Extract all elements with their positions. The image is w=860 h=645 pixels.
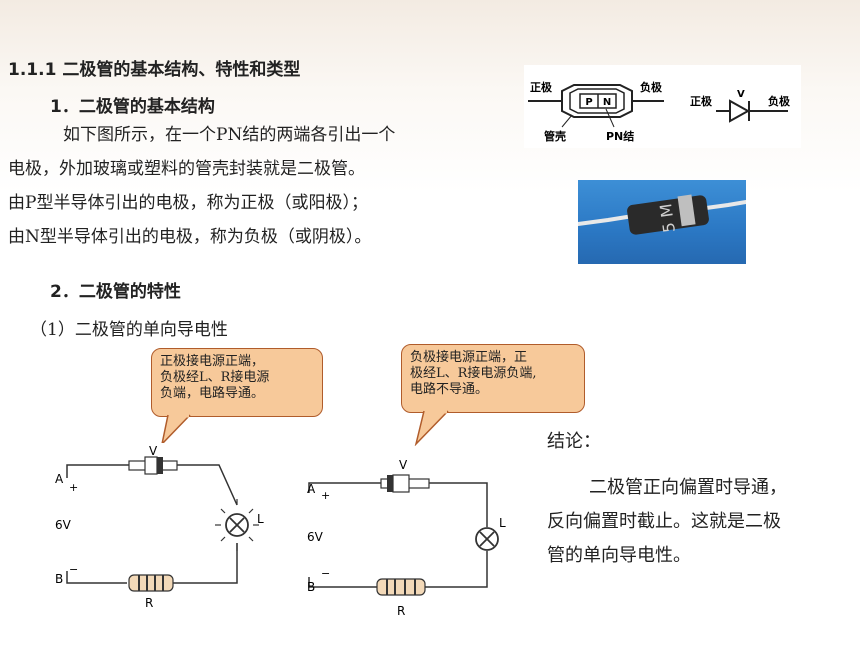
plus-label: +	[69, 481, 78, 494]
conclusion-line: 二极管正向偏置时导通，	[589, 477, 787, 498]
forward-bubble-tail	[160, 414, 191, 446]
bubble-line: 极经L、R接电源负端,	[410, 366, 537, 381]
paragraph-line: 由N型半导体引出的电极，称为负极（或阴极）。	[8, 227, 372, 247]
voltage-label: 6V	[307, 530, 324, 544]
bubble-line: 负极经L、R接电源	[160, 370, 270, 385]
paragraph-line: 如下图所示，在一个PN结的两端各引出一个	[63, 125, 396, 145]
terminal-b-label: B	[55, 572, 63, 586]
resistor-r-label: R	[145, 596, 153, 610]
conclusion-line: 管的单向导电性。	[547, 545, 691, 566]
conclusion-block: 结论： 二极管正向偏置时导通， 反向偏置时截止。这就是二极 管的单向导电性。	[547, 425, 847, 573]
anode-label: 正极	[530, 80, 553, 94]
paragraph-line: 由P型半导体引出的电极，称为正极（或阳极）；	[8, 193, 368, 213]
terminal-a-label: A	[55, 472, 64, 486]
reverse-circuit-diagram: A + 6V B − V L R	[281, 447, 519, 625]
terminal-a-label: A	[307, 482, 316, 496]
cathode-label: 负极	[640, 80, 663, 94]
diode-marking: 5 M	[656, 202, 679, 233]
paragraph-line: 电极，外加玻璃或塑料的管壳封装就是二极管。	[8, 159, 365, 179]
heading-characteristics: 2．二极管的特性	[50, 282, 181, 302]
reverse-bubble-tail	[414, 410, 449, 446]
resistor-r-label: R	[397, 604, 405, 618]
section-title: 1.1.1 二极管的基本结构、特性和类型	[8, 60, 301, 80]
subheading-unidirectional: （1）二极管的单向导电性	[30, 320, 228, 340]
forward-circuit-diagram: A + 6V B − V L R	[49, 443, 275, 616]
minus-label: −	[69, 563, 78, 576]
heading-structure: 1．二极管的基本结构	[50, 97, 215, 117]
shell-label: 管壳	[544, 129, 566, 143]
diode-v-label: V	[149, 444, 158, 458]
p-region-label: P	[585, 97, 592, 108]
bubble-line: 负端，电路导通。	[160, 386, 265, 401]
junction-label: PN结	[606, 129, 634, 143]
bubble-line: 负极接电源正端，正	[410, 350, 528, 365]
terminal-b-label: B	[307, 580, 315, 594]
diode-structure-diagram: P N 正极 负极 管壳 PN结 正极 负极 V	[524, 65, 801, 148]
conclusion-label: 结论：	[547, 431, 601, 452]
lamp-l-label: L	[257, 512, 264, 526]
lamp-l-label: L	[499, 516, 506, 530]
symbol-v-label: V	[737, 89, 745, 100]
reverse-bias-bubble: 负极接电源正端，正 极经L、R接电源负端, 电路不导通。	[401, 344, 585, 413]
structure-paragraph: 如下图所示，在一个PN结的两端各引出一个 电极，外加玻璃或塑料的管壳封装就是二极…	[8, 118, 478, 254]
conclusion-line: 反向偏置时截止。这就是二极	[547, 511, 781, 532]
symbol-anode-label: 正极	[690, 94, 713, 108]
diode-photo: 5 M	[576, 180, 748, 264]
bubble-line: 电路不导通。	[410, 382, 489, 397]
bubble-line: 正极接电源正端，	[160, 354, 265, 369]
diode-v-label: V	[399, 458, 408, 472]
minus-label: −	[321, 567, 330, 580]
n-region-label: N	[603, 97, 611, 108]
plus-label: +	[321, 489, 330, 502]
voltage-label: 6V	[55, 518, 72, 532]
forward-bias-bubble: 正极接电源正端， 负极经L、R接电源 负端，电路导通。	[151, 348, 323, 417]
symbol-cathode-label: 负极	[768, 94, 791, 108]
